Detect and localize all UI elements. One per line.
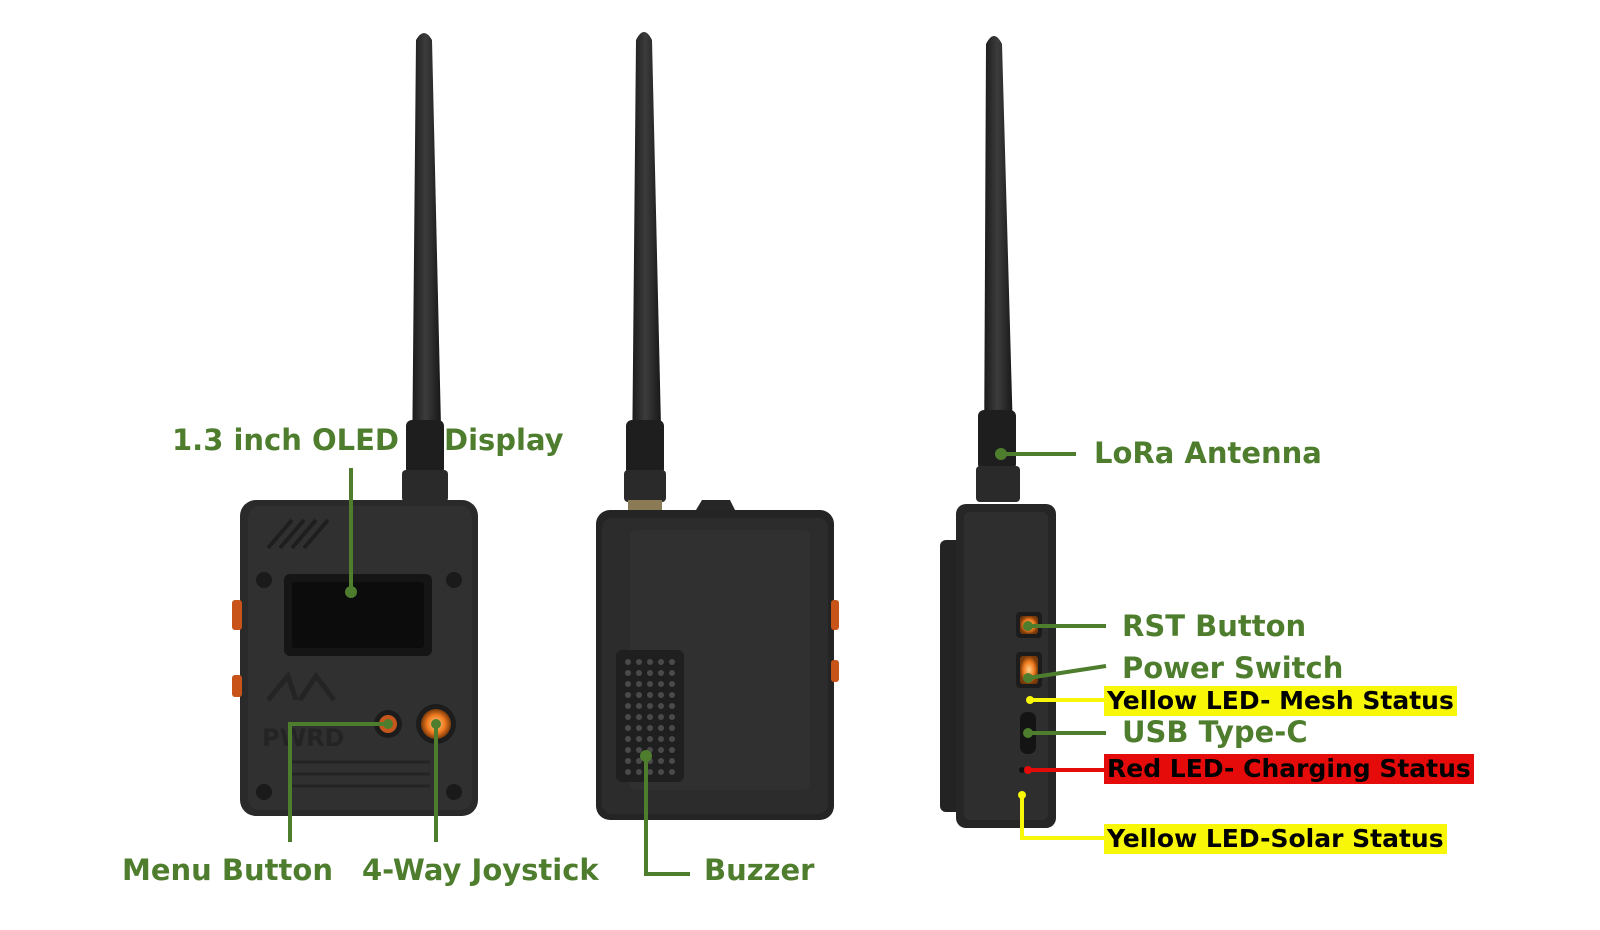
buzzer-hole [647, 681, 653, 687]
side-antenna [976, 36, 1020, 502]
buzzer-hole [658, 681, 664, 687]
buzzer-hole [625, 670, 631, 676]
buzzer-hole [636, 703, 642, 709]
buzzer-hole [625, 659, 631, 665]
side-view-device [940, 36, 1056, 828]
callout-lines [288, 448, 1107, 876]
buzzer-hole [658, 769, 664, 775]
buzzer-hole [658, 747, 664, 753]
buzzer-hole [669, 769, 675, 775]
buzzer-hole [636, 758, 642, 764]
buzzer-hole [647, 659, 653, 665]
buzzer-hole [636, 692, 642, 698]
buzzer-hole [658, 725, 664, 731]
buzzer-hole [647, 725, 653, 731]
label-menu-button: Menu Button [122, 853, 333, 887]
front-view-device: PWRD [232, 33, 478, 816]
buzzer-hole [647, 714, 653, 720]
buzzer-hole [636, 681, 642, 687]
buzzer-hole [658, 670, 664, 676]
label-usb-type-c: USB Type-C [1122, 715, 1308, 749]
buzzer-hole [669, 692, 675, 698]
label-yellow-led-solar: Yellow LED-Solar Status [1104, 824, 1447, 854]
buzzer-hole [625, 769, 631, 775]
buzzer-hole [669, 659, 675, 665]
buzzer-hole [669, 703, 675, 709]
pwrd-logo: PWRD [262, 724, 344, 752]
buzzer-hole [658, 703, 664, 709]
buzzer-hole [658, 736, 664, 742]
buzzer-hole [669, 681, 675, 687]
buzzer-hole [625, 681, 631, 687]
buzzer-hole [636, 769, 642, 775]
buzzer-hole [636, 670, 642, 676]
buzzer-hole [658, 659, 664, 665]
label-oled-display-left: 1.3 inch OLED [172, 423, 400, 457]
buzzer-hole [625, 714, 631, 720]
back-antenna [624, 32, 666, 512]
buzzer-hole [636, 736, 642, 742]
label-rst-button: RST Button [1122, 609, 1307, 643]
buzzer-hole [647, 670, 653, 676]
label-buzzer: Buzzer [704, 853, 815, 887]
buzzer-hole [658, 692, 664, 698]
buzzer-hole [636, 659, 642, 665]
buzzer-hole [625, 725, 631, 731]
buzzer-hole [669, 714, 675, 720]
buzzer-hole [658, 714, 664, 720]
buzzer-hole [625, 703, 631, 709]
front-antenna [402, 33, 448, 512]
buzzer-hole [669, 758, 675, 764]
buzzer-hole [647, 703, 653, 709]
buzzer-hole [647, 692, 653, 698]
label-red-led-charging: Red LED- Charging Status [1104, 754, 1474, 784]
buzzer-hole [658, 758, 664, 764]
label-lora-antenna: LoRa Antenna [1094, 436, 1322, 470]
buzzer-hole [625, 758, 631, 764]
buzzer-hole [647, 769, 653, 775]
buzzer-hole [636, 725, 642, 731]
buzzer-hole [669, 736, 675, 742]
buzzer-hole [625, 736, 631, 742]
buzzer-hole [636, 747, 642, 753]
buzzer-hole [636, 714, 642, 720]
label-joystick: 4-Way Joystick [362, 853, 599, 887]
buzzer-hole [625, 747, 631, 753]
back-view-device [596, 32, 839, 820]
label-oled-display-right: Display [444, 423, 564, 457]
label-power-switch: Power Switch [1122, 651, 1344, 685]
buzzer-hole [647, 736, 653, 742]
buzzer-hole [669, 725, 675, 731]
label-yellow-led-mesh: Yellow LED- Mesh Status [1104, 686, 1457, 716]
buzzer-hole [669, 747, 675, 753]
buzzer-hole [669, 670, 675, 676]
buzzer-hole [625, 692, 631, 698]
